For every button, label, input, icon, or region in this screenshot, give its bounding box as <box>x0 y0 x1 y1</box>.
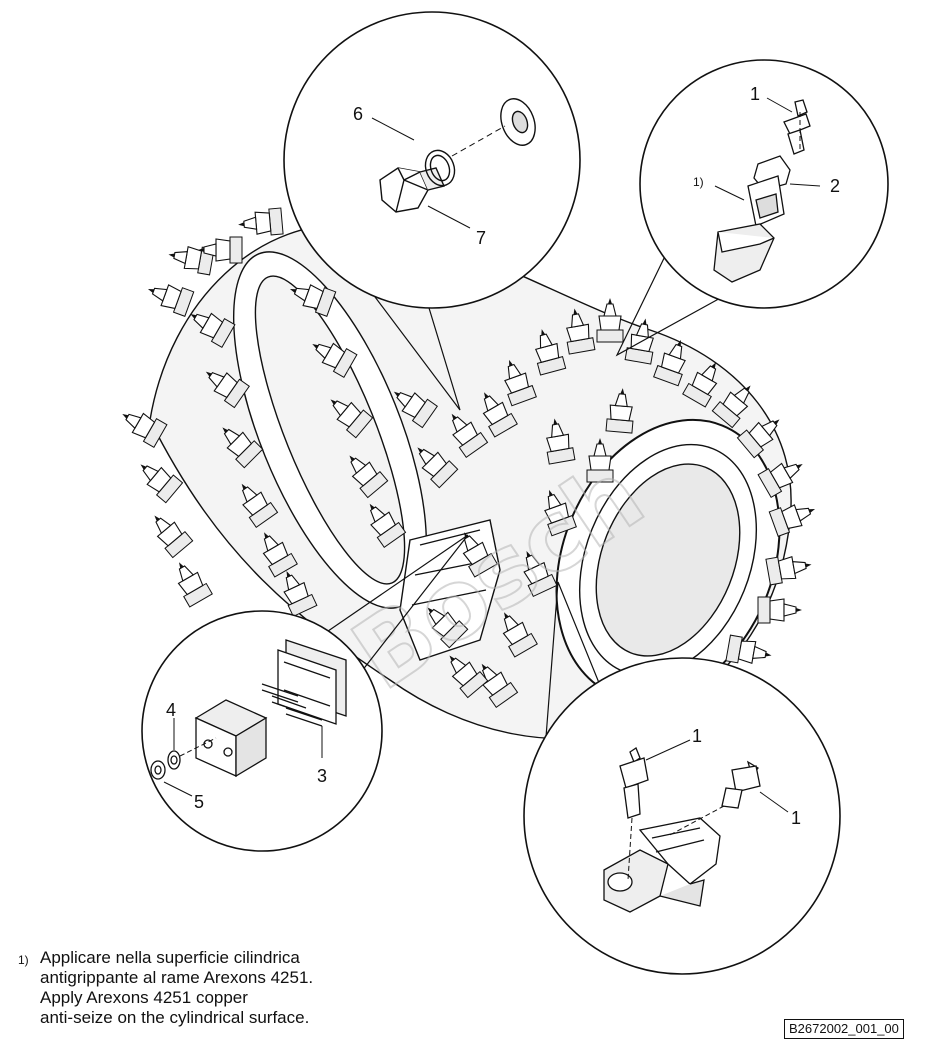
callout-1-bottom-left: 1 <box>692 726 702 746</box>
note-line-3: Apply Arexons 4251 copper <box>40 988 248 1007</box>
cutting-tooth <box>534 329 567 376</box>
callout-1-top: 1 <box>750 84 760 104</box>
cutting-tooth <box>451 413 489 458</box>
cutting-tooth <box>523 550 558 598</box>
cutting-tooth <box>586 438 614 483</box>
callout-4: 4 <box>166 700 176 720</box>
cutting-tooth <box>736 419 780 459</box>
callout-5: 5 <box>194 792 204 812</box>
cutting-tooth <box>122 412 168 448</box>
cutting-tooth <box>765 556 812 586</box>
cutting-tooth <box>757 596 802 624</box>
cutting-teeth <box>122 207 816 708</box>
callout-note-ref: 1) <box>693 175 704 189</box>
cutting-tooth <box>140 464 184 504</box>
cutting-tooth <box>262 532 298 578</box>
drawing-id-label: B2672002_001_00 <box>784 1019 904 1039</box>
cutting-tooth <box>238 207 284 236</box>
detail-block-and-studs <box>141 610 383 852</box>
cutting-tooth <box>502 612 538 658</box>
cutting-tooth <box>596 298 624 343</box>
callout-7: 7 <box>476 228 486 248</box>
cutting-tooth <box>417 447 459 489</box>
cutting-tooth <box>544 489 577 537</box>
studs <box>261 683 323 727</box>
cutting-tooth <box>369 503 407 548</box>
cutting-tooth <box>566 308 596 355</box>
seal-ring <box>424 149 456 187</box>
cutting-tooth <box>190 312 236 348</box>
cutting-tooth <box>222 427 264 469</box>
cutting-tooth <box>205 371 250 409</box>
twin-tool-holder <box>603 817 721 913</box>
note-marker: 1) <box>18 953 29 967</box>
cutting-tooth <box>349 455 389 499</box>
application-note: 1) Applicare nella superficie cilindrica… <box>18 948 313 1028</box>
cutting-tooth <box>198 236 243 264</box>
detail-pick-and-holder <box>639 59 889 309</box>
callout-6: 6 <box>353 104 363 124</box>
cutting-tooth <box>546 418 576 465</box>
callout-2: 2 <box>830 176 840 196</box>
cutting-tooth <box>177 562 213 608</box>
cutting-tooth <box>449 655 489 699</box>
cutting-tooth <box>481 663 519 708</box>
cutting-tooth <box>624 318 654 365</box>
cutting-tooth <box>289 284 337 317</box>
cutting-tooth <box>393 391 438 429</box>
cutting-tooth <box>725 634 772 664</box>
cutting-tooth <box>768 504 816 537</box>
mounting-plate <box>277 639 347 725</box>
cutting-tooth <box>711 385 751 429</box>
callout-1-bottom-right: 1 <box>791 808 801 828</box>
washer <box>500 98 536 146</box>
cutting-tooth <box>757 462 803 498</box>
pick-tooth-right <box>721 760 761 809</box>
cutting-tooth <box>330 399 374 439</box>
pick-tooth-left <box>619 747 649 819</box>
cutting-tooth <box>427 607 469 649</box>
note-line-2: antigrippante al rame Arexons 4251. <box>40 968 314 987</box>
cutting-tooth <box>154 515 194 559</box>
cutting-tooth <box>504 359 537 407</box>
note-line-4: anti-seize on the cylindrical surface. <box>40 1008 310 1027</box>
detail-plug-and-seal <box>283 11 581 309</box>
sleeve <box>747 155 791 227</box>
nut-and-washer <box>150 750 181 780</box>
cutting-tooth <box>147 284 195 317</box>
cutting-tooth <box>605 388 634 434</box>
spacer-block <box>194 699 268 778</box>
detail-twin-picks <box>523 657 841 975</box>
cutting-tooth <box>682 362 718 408</box>
cutting-tooth <box>283 570 318 618</box>
cutting-tooth <box>653 339 686 387</box>
cutting-tooth <box>482 392 518 438</box>
cutting-tooth <box>241 483 279 528</box>
cutting-tooth <box>312 342 358 378</box>
tool-holder <box>713 223 775 283</box>
callout-3: 3 <box>317 766 327 786</box>
note-line-1: Applicare nella superficie cilindrica <box>40 948 300 967</box>
cutting-tooth <box>462 532 498 578</box>
